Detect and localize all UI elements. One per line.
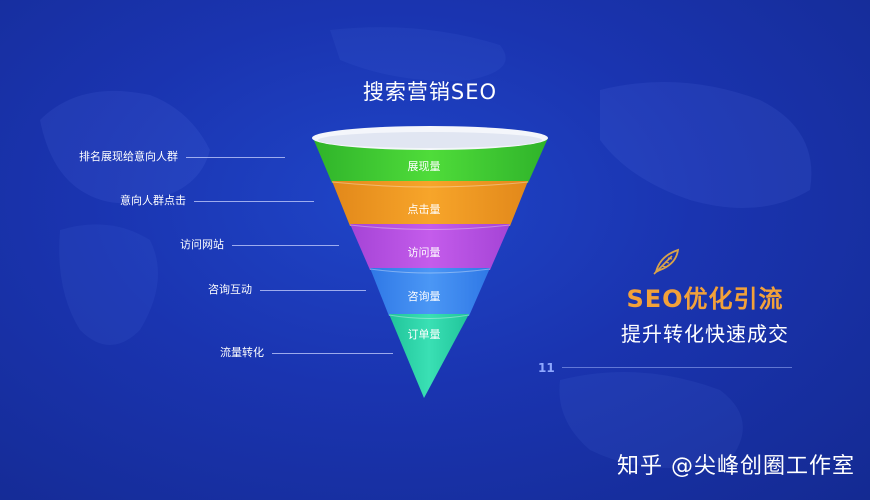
callout-label-2: 意向人群点击: [120, 194, 186, 207]
feather-leaf-icon: [653, 248, 680, 275]
funnel-stage-3-label: 访问量: [407, 246, 441, 259]
funnel-stage-1-shape: [313, 138, 548, 183]
funnel-stage-2-shape: [332, 181, 528, 226]
callout-leader-2: [194, 201, 314, 202]
funnel-stage-2-label: 点击量: [407, 203, 441, 216]
page-title: 搜索营销SEO: [362, 80, 498, 104]
funnel-stage-5-shape: [389, 314, 469, 398]
promo-mark: 11: [538, 361, 555, 375]
callout-label-1: 排名展现给意向人群: [79, 150, 178, 163]
callout-label-5: 流量转化: [220, 346, 264, 359]
funnel-stage-4-label: 咨询量: [407, 290, 441, 303]
funnel-stage-5-label: 订单量: [407, 328, 441, 341]
watermark-text: 知乎 @尖峰创圈工作室: [617, 454, 855, 479]
funnel-stage-4-shape: [370, 268, 490, 316]
callout-leader-3: [232, 245, 339, 246]
funnel-stage-1-label: 展现量: [407, 160, 441, 173]
promo-subline: 提升转化快速成交: [621, 322, 789, 346]
callout-leader-5: [272, 353, 393, 354]
callout-leader-4: [260, 290, 366, 291]
promo-headline: SEO优化引流: [626, 285, 784, 313]
callout-label-4: 咨询互动: [208, 283, 252, 296]
promo-divider: [562, 367, 792, 368]
callout-label-3: 访问网站: [180, 238, 224, 251]
funnel-stage-3-shape: [350, 224, 510, 270]
callout-leader-1: [186, 157, 285, 158]
